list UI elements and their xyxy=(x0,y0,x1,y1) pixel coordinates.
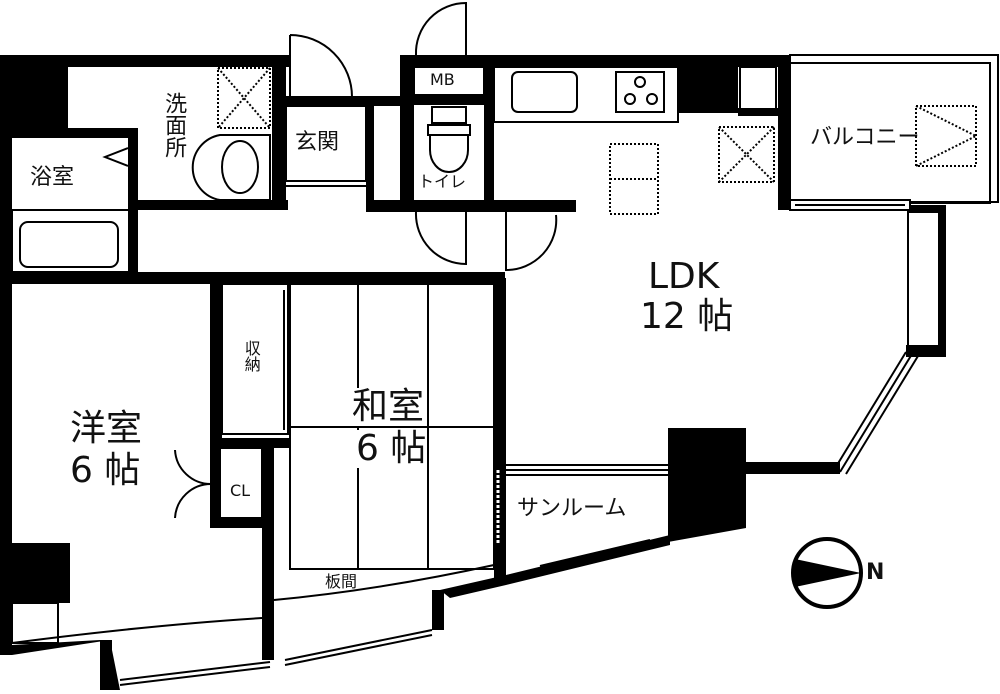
compass-north-label: N xyxy=(866,560,885,585)
room-size-ldk: 12 帖 xyxy=(640,296,734,337)
room-size-japanese: 6 帖 xyxy=(356,428,427,469)
room-label-sunroom: サンルーム xyxy=(517,496,627,521)
room-size-western: 6 帖 xyxy=(70,450,141,491)
walls xyxy=(0,55,946,690)
room-label-washroom: 洗面所 xyxy=(161,92,187,158)
room-label-storage: 収納 xyxy=(241,340,261,372)
room-label-wood-floor: 板間 xyxy=(325,572,358,591)
room-label-western: 洋室 xyxy=(70,408,143,449)
room-label-balcony: バルコニー xyxy=(810,125,920,150)
room-label-closet: CL xyxy=(230,481,251,500)
north-arrow-icon xyxy=(791,537,863,609)
room-label-entrance: 玄関 xyxy=(295,130,340,155)
room-label-bath: 浴室 xyxy=(30,165,75,190)
room-label-japanese: 和室 xyxy=(352,386,425,427)
room-label-ldk: LDK xyxy=(648,256,720,297)
room-label-toilet: トイレ xyxy=(418,172,467,191)
room-label-meter-box: MB xyxy=(430,70,455,89)
